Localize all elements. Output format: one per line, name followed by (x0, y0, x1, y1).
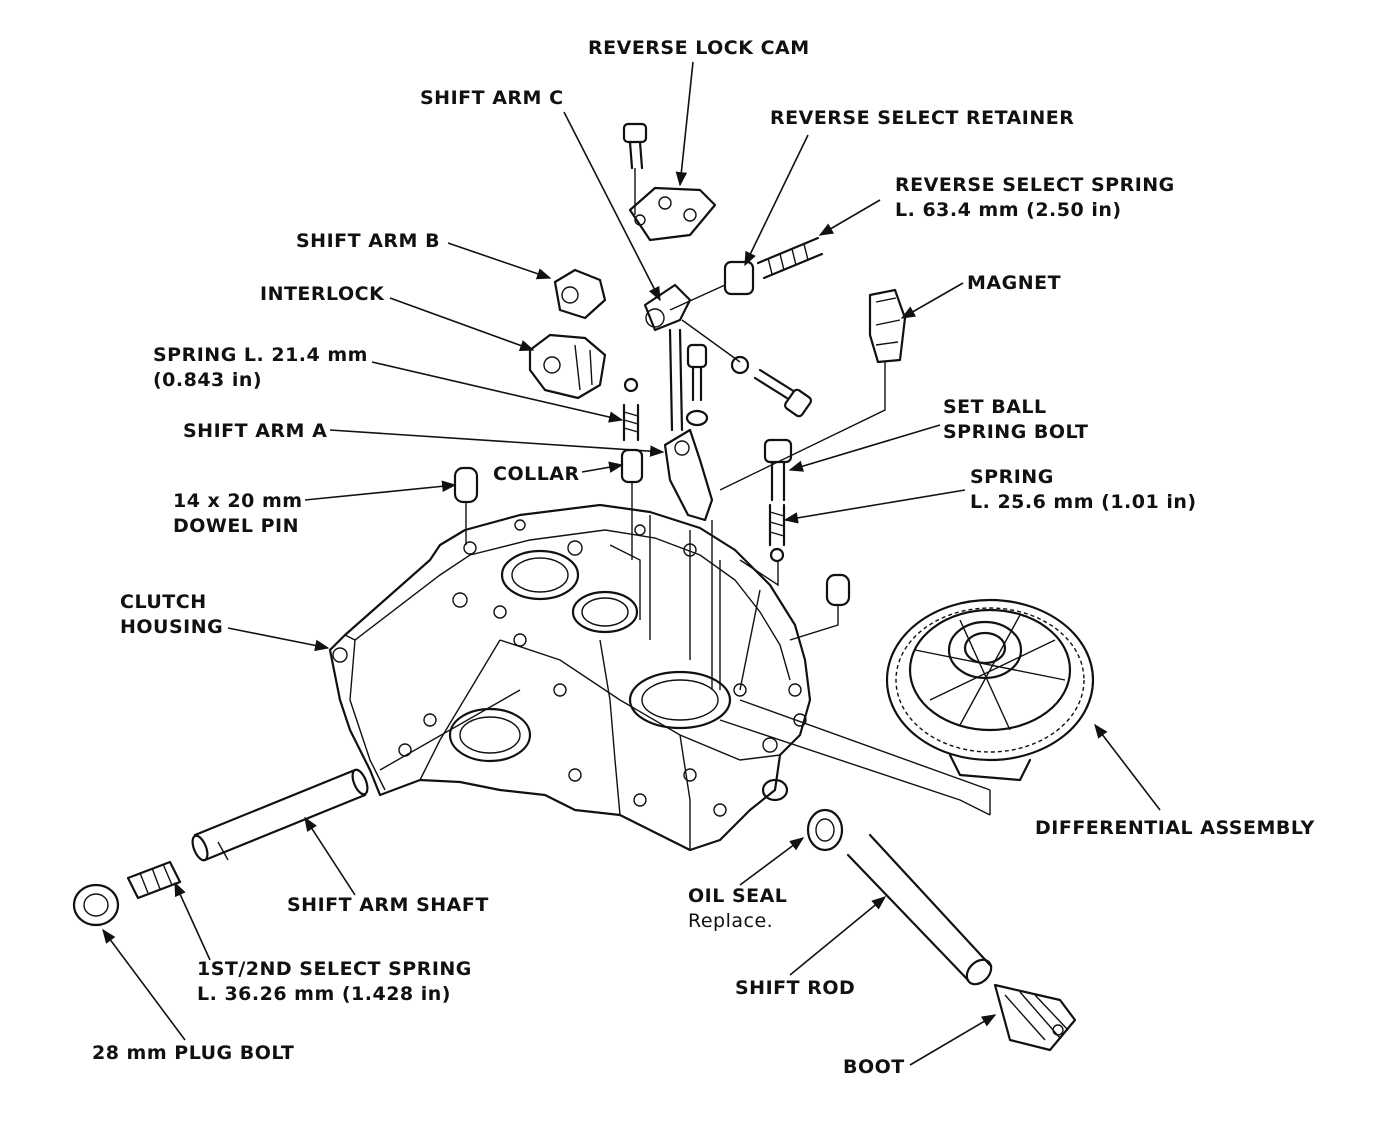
label-shift-rod: SHIFT ROD (735, 977, 856, 999)
shift-rod-drawing (761, 778, 1077, 1052)
label-boot: BOOT (843, 1056, 905, 1078)
label-select-spring: 1ST/2ND SELECT SPRING (197, 958, 472, 980)
label-differential-assembly: DIFFERENTIAL ASSEMBLY (1035, 817, 1315, 839)
label-shift-arm-c: SHIFT ARM C (420, 87, 564, 109)
label-oil-seal: OIL SEAL (688, 885, 788, 907)
label-reverse-select-spring-length: L. 63.4 mm (2.50 in) (895, 199, 1122, 221)
upper-parts-drawing (453, 122, 907, 607)
label-set-ball: SET BALL (943, 396, 1047, 418)
label-shift-arm-shaft: SHIFT ARM SHAFT (287, 894, 489, 916)
label-spring-l-21-4-inches: (0.843 in) (153, 369, 263, 391)
label-reverse-lock-cam: REVERSE LOCK CAM (588, 37, 810, 59)
label-dowel-size: 14 x 20 mm (173, 490, 303, 512)
label-shift-arm-b: SHIFT ARM B (296, 230, 441, 252)
label-shift-arm-a: SHIFT ARM A (183, 420, 328, 442)
label-interlock: INTERLOCK (260, 283, 385, 305)
label-spring-l-21-4: SPRING L. 21.4 mm (153, 344, 368, 366)
label-reverse-select-retainer: REVERSE SELECT RETAINER (770, 107, 1075, 129)
label-plug-bolt: 28 mm PLUG BOLT (92, 1042, 295, 1064)
leader-arrows (102, 61, 1161, 1066)
label-spring-bolt: SPRING BOLT (943, 421, 1089, 443)
label-dowel-pin: DOWEL PIN (173, 515, 299, 537)
clutch-housing-drawing (328, 503, 812, 852)
label-clutch: CLUTCH (120, 591, 207, 613)
label-reverse-select-spring: REVERSE SELECT SPRING (895, 174, 1175, 196)
differential-assembly-drawing (885, 598, 1095, 782)
label-magnet: MAGNET (967, 272, 1062, 294)
label-spring-25-6-length: L. 25.6 mm (1.01 in) (970, 491, 1197, 513)
label-housing: HOUSING (120, 616, 224, 638)
label-oil-seal-replace: Replace. (688, 910, 774, 932)
label-spring-25-6: SPRING (970, 466, 1054, 488)
label-select-spring-length: L. 36.26 mm (1.428 in) (197, 983, 451, 1005)
label-collar: COLLAR (493, 463, 580, 485)
shift-arm-shaft-drawing (72, 768, 369, 927)
assembly-lines (379, 168, 991, 816)
